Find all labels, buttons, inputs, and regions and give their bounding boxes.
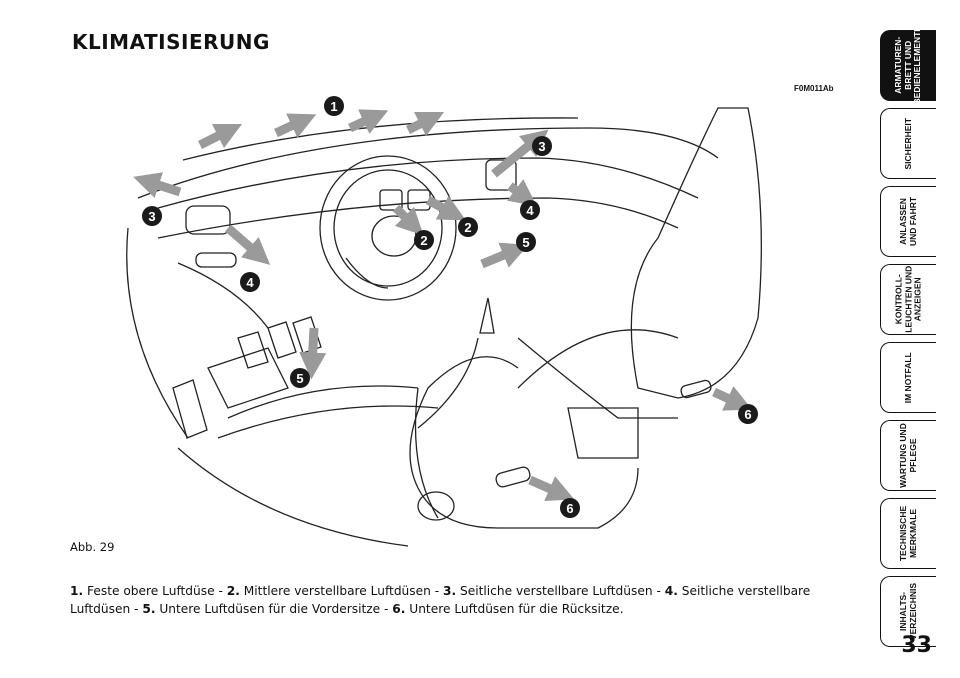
figure-code: F0M011Ab [794,84,834,93]
tab-anlassen[interactable]: ANLASSEN UND FAHRT [880,186,936,257]
svg-text:2: 2 [420,233,427,248]
svg-text:6: 6 [566,501,573,516]
svg-text:2: 2 [464,220,471,235]
tab-sicherheit[interactable]: SICHERHEIT [880,108,936,179]
callout-2a: 2 [414,230,434,250]
callout-6b: 6 [738,404,758,424]
figure-caption: 1. Feste obere Luftdüse - 2. Mittlere ve… [70,584,811,616]
callout-4b: 4 [520,200,540,220]
svg-text:6: 6 [744,407,751,422]
callout-2b: 2 [458,217,478,237]
callout-6a: 6 [560,498,580,518]
callout-5a: 5 [290,368,310,388]
callout-badges: 1 2 2 3 3 4 4 5 5 6 6 [142,96,758,518]
tab-wartung[interactable]: WARTUNG UND PFLEGE [880,420,936,491]
tab-inhaltsverzeichnis[interactable]: INHALTS- VERZEICHNIS [880,576,936,647]
svg-text:5: 5 [522,235,529,250]
svg-text:4: 4 [526,203,534,218]
callout-5b: 5 [516,232,536,252]
callout-3a: 3 [142,206,162,226]
tab-technische-merkmale[interactable]: TECHNISCHE MERKMALE [880,498,936,569]
callout-3b: 3 [532,136,552,156]
callout-1: 1 [324,96,344,116]
car-interior-illustration: 1 2 2 3 3 4 4 5 5 6 6 [126,96,762,547]
svg-text:5: 5 [296,371,303,386]
svg-text:3: 3 [148,209,155,224]
figure-label: Abb. 29 [70,540,115,554]
tab-notfall[interactable]: IM NOTFALL [880,342,936,413]
svg-text:3: 3 [538,139,545,154]
callout-4a: 4 [240,272,260,292]
tab-kontrollleuchten[interactable]: KONTROLL- LEUCHTEN UND ANZEIGEN [880,264,936,335]
page-title: KLIMATISIERUNG [72,30,270,54]
svg-text:1: 1 [330,99,337,114]
page-number: 33 [901,633,932,658]
tab-armaturenbrett[interactable]: ARMATUREN- BRETT UND BEDIENELEMENTE [880,26,936,105]
svg-text:4: 4 [246,275,254,290]
